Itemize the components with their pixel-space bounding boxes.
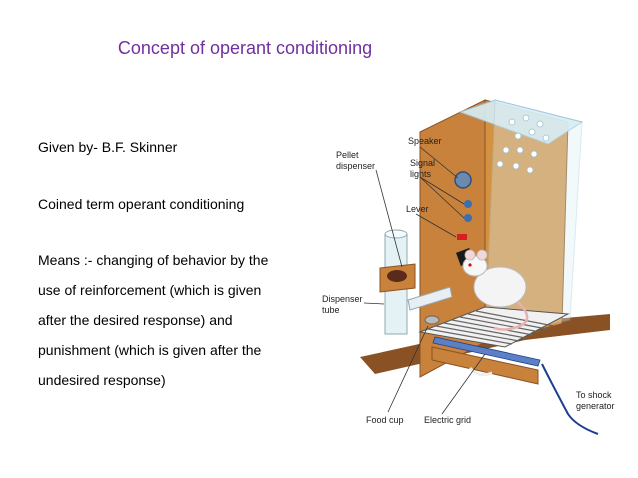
skinner-box-illustration: Speaker Pellet dispenser Signal lights L… [322, 99, 615, 435]
label-pellet-line2: dispenser [336, 161, 375, 171]
rat [462, 249, 529, 331]
label-signal-line2: lights [410, 169, 432, 179]
drawer-handle [468, 367, 493, 377]
label-speaker: Speaker [408, 136, 442, 146]
label-dispenser-line1: Dispenser [322, 294, 363, 304]
label-signal-line1: Signal [410, 158, 435, 168]
means-line: Means :- changing of behavior by the [38, 252, 269, 268]
dispenser-top [384, 229, 408, 239]
means-line: undesired response) [38, 372, 166, 388]
label-dispenser-line2: tube [322, 305, 340, 315]
grid-bars [427, 310, 555, 345]
label-shock-line2: generator [576, 401, 615, 411]
drawer [431, 346, 539, 385]
means-line: use of reinforcement (which is given [38, 282, 262, 298]
shock-cable [541, 363, 599, 435]
means-line: after the desired response) and [38, 312, 233, 328]
lever [457, 234, 467, 240]
label-lever: Lever [406, 204, 429, 214]
grid-floor [418, 306, 570, 348]
speaker [454, 171, 472, 189]
means-line: punishment (which is given after the [38, 342, 262, 358]
signal-light [464, 214, 472, 222]
food-cup [424, 315, 440, 325]
label-electric-grid: Electric grid [424, 415, 471, 425]
means-paragraph: Means :- changing of behavior by the use… [38, 251, 268, 401]
label-shock-line1: To shock [576, 390, 612, 400]
ventilation-holes [496, 114, 550, 174]
dispenser-chute [407, 286, 453, 311]
callout-lines [363, 146, 486, 415]
label-food-cup: Food cup [366, 415, 404, 425]
given-by-text: Given by- B.F. Skinner [38, 139, 178, 155]
electric-grid-bar [432, 336, 541, 367]
slide-title: Concept of operant conditioning [117, 38, 373, 58]
label-pellet-line1: Pellet [336, 150, 359, 160]
coined-term-text: Coined term operant conditioning [38, 196, 245, 212]
signal-light [464, 200, 472, 208]
pellets [387, 270, 407, 282]
